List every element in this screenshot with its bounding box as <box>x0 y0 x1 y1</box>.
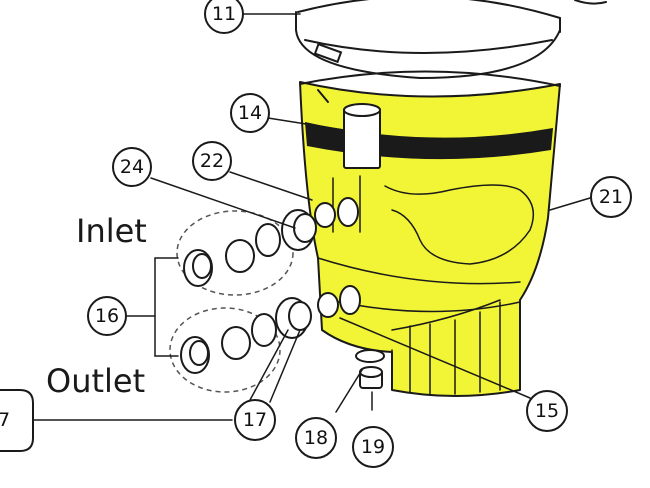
callout-11: 11 <box>204 0 244 34</box>
callout-24: 24 <box>112 147 152 187</box>
drain-parts <box>355 349 385 389</box>
callout-21-label: 21 <box>599 186 623 208</box>
callout-24-label: 24 <box>120 156 144 178</box>
filter-housing <box>299 70 561 397</box>
callout-7: 7 <box>0 389 34 452</box>
callout-11-label: 11 <box>212 3 236 25</box>
callout-22-label: 22 <box>200 150 224 172</box>
clamp-ring <box>295 0 607 79</box>
leader-lines <box>32 13 591 421</box>
callout-14-label: 14 <box>238 102 262 124</box>
callout-15: 15 <box>526 390 568 432</box>
callout-17: 17 <box>234 399 276 441</box>
callout-16: 16 <box>87 296 127 336</box>
callout-22: 22 <box>192 141 232 181</box>
callout-16-label: 16 <box>95 305 119 327</box>
callout-19: 19 <box>352 426 394 468</box>
callout-18-label: 18 <box>304 427 328 449</box>
callout-7-label: 7 <box>0 409 10 431</box>
inlet-fittings <box>176 202 336 296</box>
callout-15-label: 15 <box>535 400 559 422</box>
callout-21: 21 <box>590 176 632 218</box>
callout-19-label: 19 <box>361 436 385 458</box>
callout-17-label: 17 <box>243 409 267 431</box>
outlet-fittings <box>169 292 339 393</box>
inlet-label: Inlet <box>76 212 147 250</box>
callout-18: 18 <box>295 417 337 459</box>
part-14-cylinder <box>317 89 381 169</box>
callout-14: 14 <box>230 93 270 133</box>
outlet-label: Outlet <box>46 362 145 400</box>
